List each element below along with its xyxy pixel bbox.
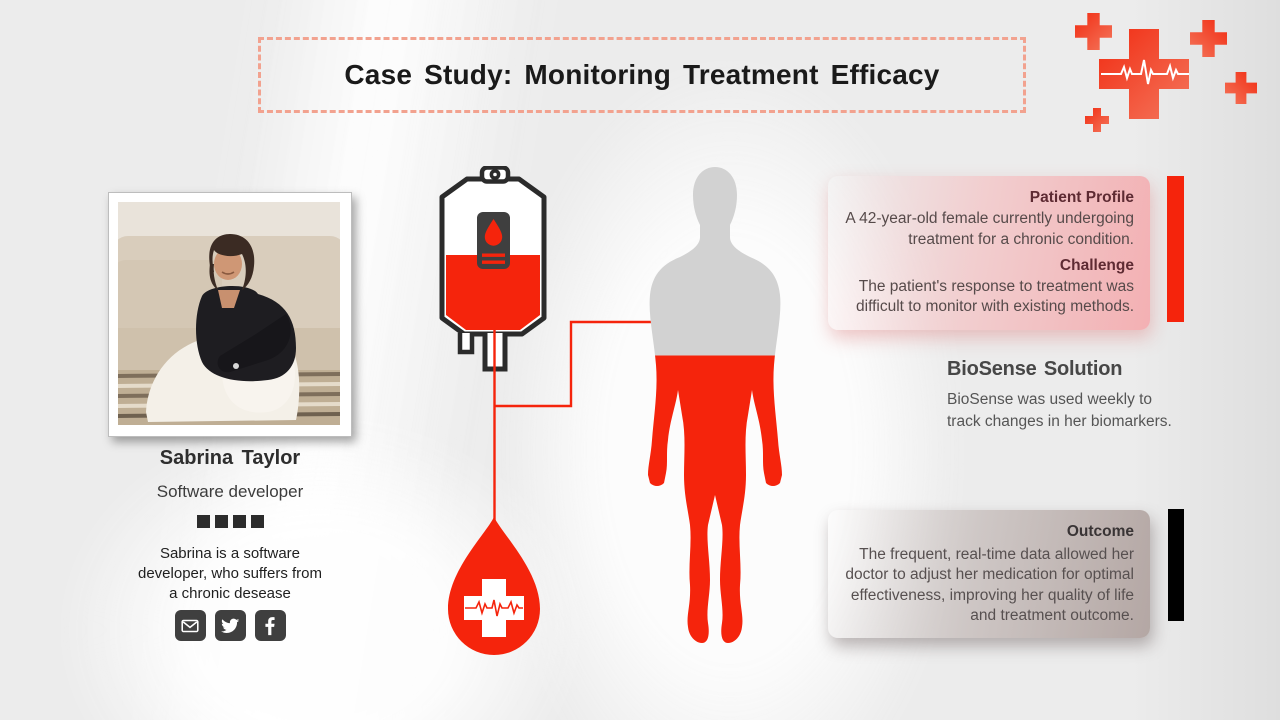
patient-profile-heading: Patient Profile [1029, 189, 1134, 207]
person-name: Sabrina Taylor [159, 447, 301, 469]
red-accent-bar [1167, 176, 1184, 322]
social-icons-row [108, 610, 352, 641]
blood-drop-cross-icon [448, 517, 540, 655]
page-title: Case Study: Monitoring Treatment Efficac… [344, 59, 940, 90]
black-accent-bar [1168, 509, 1184, 621]
outcome-body: The frequent, real-time data allowed her… [845, 546, 1134, 624]
person-bio: Sabrina is a software developer, who suf… [138, 545, 322, 602]
medical-cross-ecg-icon [1075, 13, 1257, 132]
patient-profile-body: A 42-year-old female currently undergoin… [845, 210, 1134, 248]
solution-body: BioSense was used weekly to track change… [947, 391, 1172, 430]
outcome-panel: Outcome The frequent, real-time data all… [828, 510, 1150, 638]
female-body-silhouette [648, 167, 782, 643]
person-role: Software developer [156, 482, 304, 501]
solution-heading: BioSense Solution [947, 358, 1123, 380]
profile-photo [108, 192, 352, 437]
challenge-body: The patient's response to treatment was … [856, 278, 1134, 316]
email-icon[interactable] [174, 610, 206, 641]
iv-tube-lines [493, 320, 652, 522]
biosense-solution-block: BioSense Solution BioSense was used week… [947, 358, 1187, 432]
twitter-icon[interactable] [214, 610, 246, 641]
patient-profile-panel: Patient Profile A 42-year-old female cur… [828, 176, 1150, 330]
profile-photo-illustration [118, 202, 340, 425]
rating-squares [108, 515, 352, 528]
ecg-line [1101, 59, 1189, 85]
facebook-icon[interactable] [254, 610, 286, 641]
title-box: Case Study: Monitoring Treatment Efficac… [258, 37, 1026, 113]
challenge-heading: Challenge [1059, 257, 1134, 274]
outcome-heading: Outcome [1066, 523, 1134, 541]
